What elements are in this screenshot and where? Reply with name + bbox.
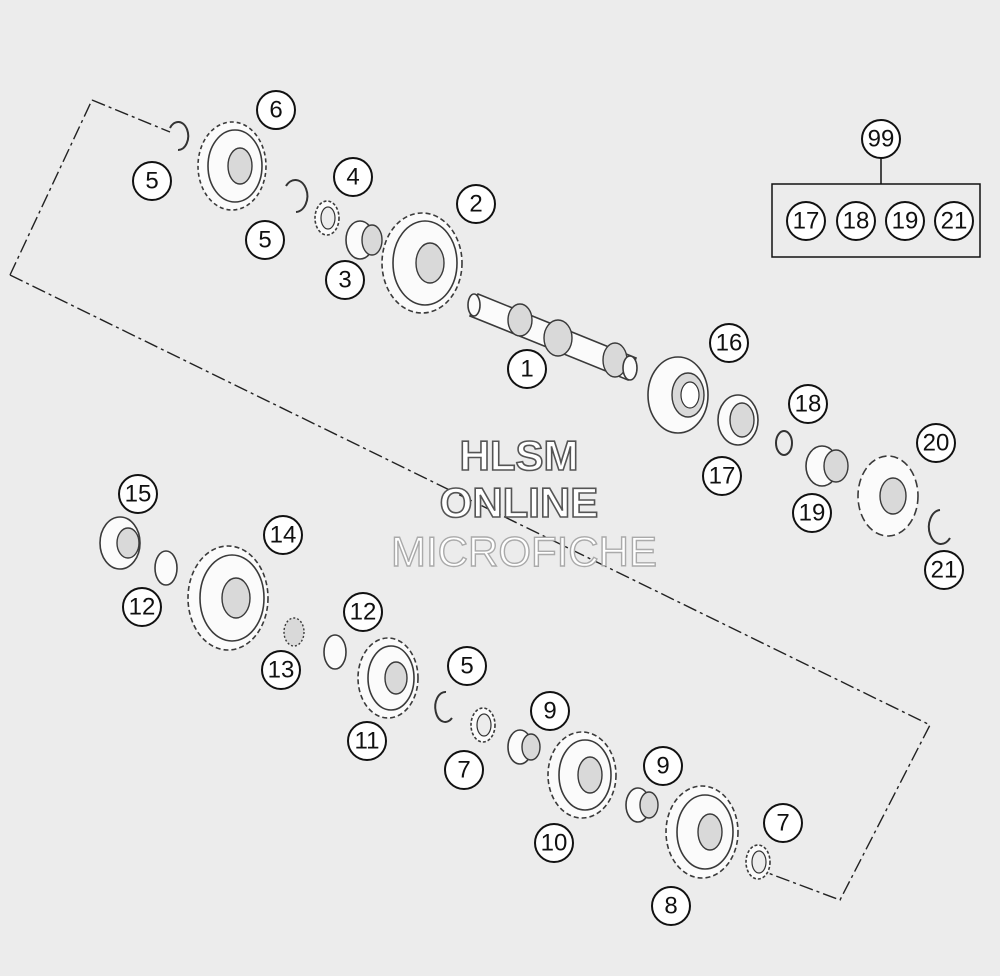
kit-member-label: 21: [941, 208, 968, 235]
kit-member-17[interactable]: 17: [786, 201, 826, 241]
callout-part-21[interactable]: 21: [924, 550, 964, 590]
watermark-line-2: ONLINE: [440, 479, 599, 526]
gear-6: [197, 121, 267, 211]
callout-part-15[interactable]: 15: [118, 474, 158, 514]
callout-label: 21: [931, 557, 958, 584]
callout-part-16[interactable]: 16: [709, 323, 749, 363]
snap-ring-5b: [285, 179, 309, 213]
callout-part-5-lower[interactable]: 5: [447, 646, 487, 686]
bushing-9b: [625, 787, 659, 823]
callout-part-8[interactable]: 8: [651, 886, 691, 926]
callout-label: 2: [469, 191, 482, 218]
callout-label: 18: [795, 391, 822, 418]
callout-label: 19: [799, 500, 826, 527]
kit-callout-99[interactable]: 99: [861, 119, 901, 159]
callout-part-11[interactable]: 11: [347, 721, 387, 761]
callout-part-10[interactable]: 10: [534, 823, 574, 863]
callout-part-20[interactable]: 20: [916, 423, 956, 463]
bearing-16: [647, 356, 709, 434]
callout-part-13[interactable]: 13: [261, 650, 301, 690]
callout-label: 12: [350, 599, 377, 626]
callout-part-5-upper[interactable]: 5: [245, 220, 285, 260]
callout-part-7-right[interactable]: 7: [763, 803, 803, 843]
kit-number: 99: [868, 126, 895, 153]
callout-label: 13: [268, 657, 295, 684]
callout-label: 9: [656, 753, 669, 780]
washer-4: [314, 200, 340, 236]
callout-label: 14: [270, 522, 297, 549]
callout-part-17[interactable]: 17: [702, 456, 742, 496]
watermark-line-3: MICROFICHE: [391, 528, 657, 575]
callout-part-19[interactable]: 19: [792, 493, 832, 533]
washer-12a: [154, 550, 178, 586]
callout-label: 11: [355, 728, 380, 755]
callout-label: 15: [125, 481, 152, 508]
kit-member-label: 18: [843, 208, 870, 235]
washer-7a: [470, 707, 496, 743]
callout-part-9-right[interactable]: 9: [643, 746, 683, 786]
kit-member-18[interactable]: 18: [836, 201, 876, 241]
bearing-15: [99, 516, 141, 570]
callout-part-14[interactable]: 14: [263, 515, 303, 555]
callout-label: 3: [338, 267, 351, 294]
callout-label: 1: [520, 356, 533, 383]
kit-member-label: 19: [892, 208, 919, 235]
snap-ring-5a: [169, 121, 190, 152]
callout-part-1[interactable]: 1: [507, 349, 547, 389]
circlip-21: [927, 509, 951, 545]
callout-label: 9: [543, 698, 556, 725]
callout-part-5-upper-left[interactable]: 5: [132, 161, 172, 201]
callout-part-7-left[interactable]: 7: [444, 750, 484, 790]
callout-part-6[interactable]: 6: [256, 90, 296, 130]
callout-label: 10: [541, 830, 568, 857]
gear-14: [187, 545, 269, 651]
snap-ring-5c: [434, 690, 453, 723]
callout-part-4[interactable]: 4: [333, 157, 373, 197]
gear-8: [665, 785, 739, 879]
callout-label: 12: [129, 594, 156, 621]
callout-label: 16: [716, 330, 743, 357]
callout-part-3[interactable]: 3: [325, 260, 365, 300]
o-ring-18: [775, 430, 793, 456]
callout-label: 6: [269, 97, 282, 124]
callout-label: 8: [664, 893, 677, 920]
callout-part-9-left[interactable]: 9: [530, 691, 570, 731]
callout-part-12-right[interactable]: 12: [343, 592, 383, 632]
callout-label: 7: [776, 810, 789, 837]
callout-part-18[interactable]: 18: [788, 384, 828, 424]
kit-member-label: 17: [793, 208, 820, 235]
callout-label: 17: [709, 463, 736, 490]
main-shaft-1: [467, 292, 638, 382]
washer-12b: [323, 634, 347, 670]
sprocket-20: [857, 455, 919, 537]
kit-member-19[interactable]: 19: [885, 201, 925, 241]
kit-box: [771, 183, 981, 258]
gear-10: [547, 731, 617, 819]
spacer-19: [805, 445, 849, 487]
callout-part-2[interactable]: 2: [456, 184, 496, 224]
needle-bearing-13: [283, 617, 305, 647]
kit-group: 99 17 18 19 21: [771, 119, 981, 258]
gear-11: [357, 637, 419, 719]
callout-label: 4: [346, 164, 359, 191]
gear-2: [381, 212, 463, 314]
watermark: HLSM ONLINE MICROFICHE: [390, 431, 657, 576]
watermark-line-1: HLSM: [460, 432, 579, 479]
callout-label: 5: [460, 653, 473, 680]
bushing-3: [345, 220, 383, 260]
callout-label: 5: [258, 227, 271, 254]
callout-label: 5: [145, 168, 158, 195]
washer-7b: [745, 844, 771, 880]
callout-part-12-left[interactable]: 12: [122, 587, 162, 627]
callout-label: 20: [923, 430, 950, 457]
kit-member-21[interactable]: 21: [934, 201, 974, 241]
callout-label: 7: [457, 757, 470, 784]
assembly-outline: [9, 99, 931, 901]
bushing-9a: [507, 729, 541, 765]
seal-17: [717, 394, 759, 446]
